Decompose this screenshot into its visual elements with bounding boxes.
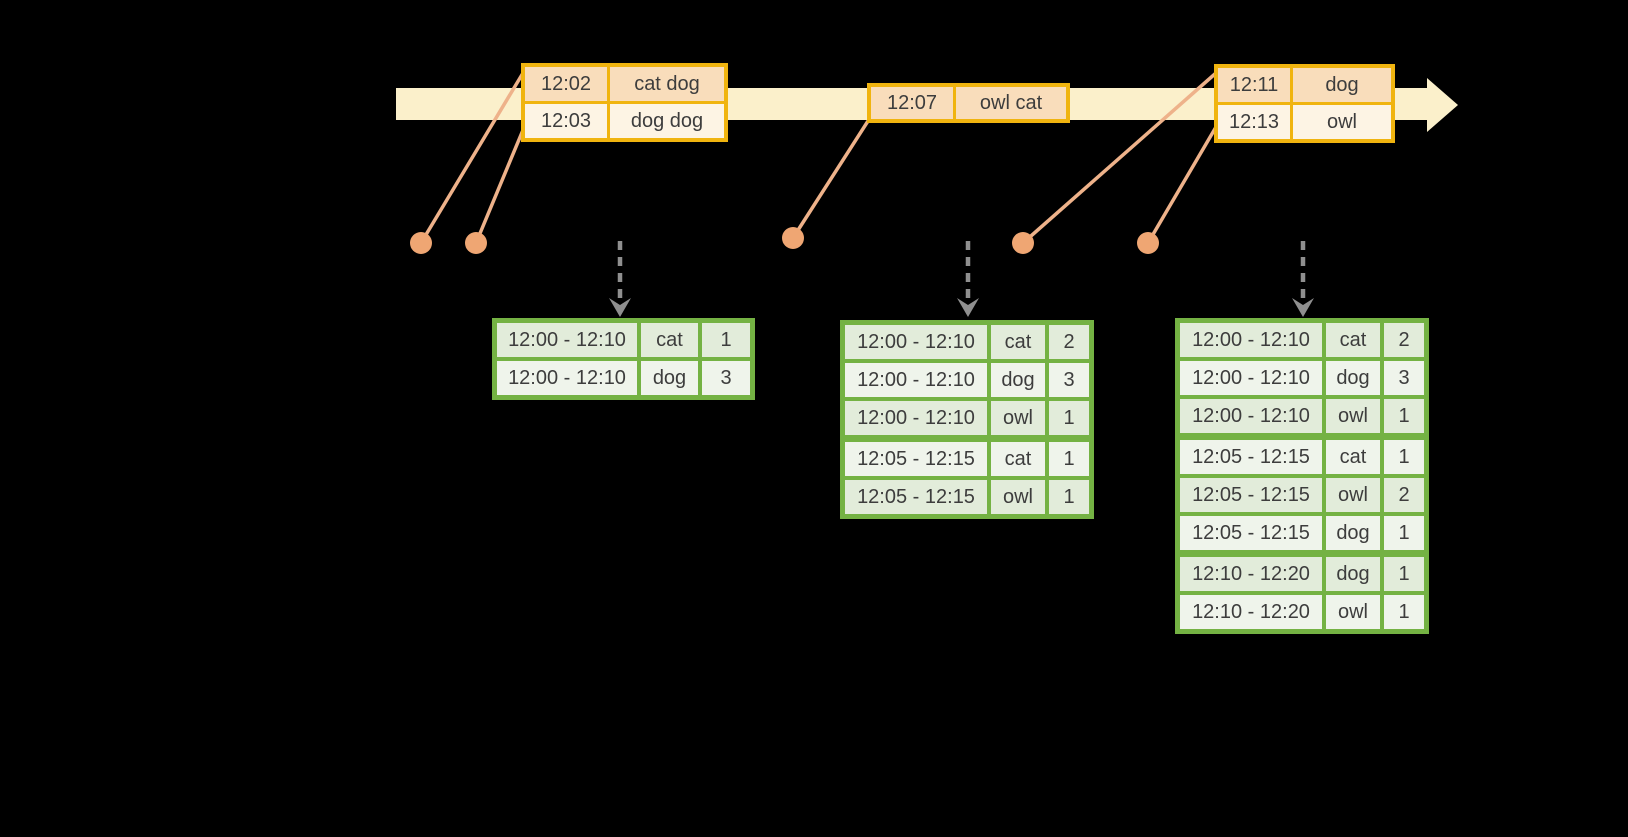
word-cell: owl xyxy=(987,397,1049,442)
event-dot xyxy=(1012,232,1034,254)
word-cell: dog xyxy=(987,359,1049,401)
count-cell: 3 xyxy=(1045,359,1094,401)
table-row: 12:00 - 12:10 owl 1 xyxy=(840,397,1094,442)
word-cell: cat xyxy=(637,318,702,361)
table-row: 12:00 - 12:10 cat 1 xyxy=(492,318,755,361)
event-words: cat dog xyxy=(607,63,728,104)
count-cell: 2 xyxy=(1380,318,1429,361)
count-cell: 1 xyxy=(698,318,755,361)
event-dot xyxy=(410,232,432,254)
table-row: 12:05 - 12:15 cat 1 xyxy=(1175,434,1429,478)
event-row: 12:03 dog dog xyxy=(521,101,728,142)
window-cell: 12:00 - 12:10 xyxy=(840,359,991,401)
window-cell: 12:05 - 12:15 xyxy=(840,476,991,519)
table-row: 12:00 - 12:10 dog 3 xyxy=(1175,357,1429,399)
count-cell: 1 xyxy=(1045,397,1094,442)
window-cell: 12:05 - 12:15 xyxy=(840,436,991,480)
down-arrow-icon xyxy=(957,298,979,317)
window-cell: 12:05 - 12:15 xyxy=(1175,512,1326,557)
connector-line xyxy=(474,129,525,244)
table-row: 12:10 - 12:20 dog 1 xyxy=(1175,551,1429,595)
table-row: 12:05 - 12:15 owl 1 xyxy=(840,476,1094,519)
window-cell: 12:00 - 12:10 xyxy=(1175,357,1326,399)
connector-line xyxy=(1146,126,1218,244)
table-row: 12:05 - 12:15 dog 1 xyxy=(1175,512,1429,557)
event-words: owl xyxy=(1290,102,1395,143)
count-cell: 2 xyxy=(1045,320,1094,363)
event-time: 12:07 xyxy=(867,83,956,123)
event-dot xyxy=(782,227,804,249)
event-table-2: 12:07 owl cat xyxy=(867,83,1070,123)
table-row: 12:00 - 12:10 cat 2 xyxy=(840,320,1094,363)
connector-line xyxy=(419,72,525,244)
result-table-2: 12:00 - 12:10 cat 2 12:00 - 12:10 dog 3 … xyxy=(840,320,1094,519)
event-row: 12:13 owl xyxy=(1214,102,1395,143)
table-row: 12:05 - 12:15 owl 2 xyxy=(1175,474,1429,516)
count-cell: 1 xyxy=(1380,434,1429,478)
result-table-3: 12:00 - 12:10 cat 2 12:00 - 12:10 dog 3 … xyxy=(1175,318,1429,634)
window-cell: 12:10 - 12:20 xyxy=(1175,591,1326,634)
event-words: owl cat xyxy=(953,83,1070,123)
word-cell: owl xyxy=(1322,395,1384,440)
count-cell: 1 xyxy=(1045,436,1094,480)
window-cell: 12:05 - 12:15 xyxy=(1175,474,1326,516)
event-time: 12:03 xyxy=(521,101,610,142)
table-row: 12:00 - 12:10 owl 1 xyxy=(1175,395,1429,440)
table-row: 12:00 - 12:10 dog 3 xyxy=(840,359,1094,401)
word-cell: cat xyxy=(987,436,1049,480)
table-row: 12:00 - 12:10 dog 3 xyxy=(492,357,755,400)
word-cell: dog xyxy=(637,357,702,400)
event-dot xyxy=(465,232,487,254)
count-cell: 1 xyxy=(1380,512,1429,557)
table-row: 12:05 - 12:15 cat 1 xyxy=(840,436,1094,480)
word-cell: owl xyxy=(1322,474,1384,516)
event-time: 12:13 xyxy=(1214,102,1293,143)
table-row: 12:00 - 12:10 cat 2 xyxy=(1175,318,1429,361)
count-cell: 1 xyxy=(1380,395,1429,440)
event-table-1: 12:02 cat dog 12:03 dog dog xyxy=(521,63,728,142)
event-words: dog xyxy=(1290,64,1395,105)
down-arrow-icon xyxy=(609,298,631,317)
down-arrow-icon xyxy=(1292,298,1314,317)
word-cell: dog xyxy=(1322,512,1384,557)
word-cell: owl xyxy=(987,476,1049,519)
count-cell: 2 xyxy=(1380,474,1429,516)
connector-line xyxy=(1021,71,1218,245)
word-cell: cat xyxy=(1322,318,1384,361)
window-cell: 12:00 - 12:10 xyxy=(1175,318,1326,361)
event-row: 12:11 dog xyxy=(1214,64,1395,105)
word-cell: cat xyxy=(1322,434,1384,478)
event-time: 12:11 xyxy=(1214,64,1293,105)
table-row: 12:10 - 12:20 owl 1 xyxy=(1175,591,1429,634)
word-cell: dog xyxy=(1322,357,1384,399)
event-row: 12:02 cat dog xyxy=(521,63,728,104)
window-cell: 12:10 - 12:20 xyxy=(1175,551,1326,595)
window-cell: 12:00 - 12:10 xyxy=(1175,395,1326,440)
window-cell: 12:05 - 12:15 xyxy=(1175,434,1326,478)
word-cell: cat xyxy=(987,320,1049,363)
event-row: 12:07 owl cat xyxy=(867,83,1070,123)
word-cell: dog xyxy=(1322,551,1384,595)
window-cell: 12:00 - 12:10 xyxy=(840,320,991,363)
connector-line xyxy=(791,120,870,239)
word-cell: owl xyxy=(1322,591,1384,634)
window-cell: 12:00 - 12:10 xyxy=(492,318,641,361)
window-cell: 12:00 - 12:10 xyxy=(840,397,991,442)
count-cell: 1 xyxy=(1045,476,1094,519)
count-cell: 1 xyxy=(1380,551,1429,595)
event-time: 12:02 xyxy=(521,63,610,104)
event-table-3: 12:11 dog 12:13 owl xyxy=(1214,64,1395,143)
count-cell: 1 xyxy=(1380,591,1429,634)
event-words: dog dog xyxy=(607,101,728,142)
timeline-arrow-icon xyxy=(1427,78,1458,132)
window-cell: 12:00 - 12:10 xyxy=(492,357,641,400)
event-dot xyxy=(1137,232,1159,254)
count-cell: 3 xyxy=(698,357,755,400)
count-cell: 3 xyxy=(1380,357,1429,399)
result-table-1: 12:00 - 12:10 cat 1 12:00 - 12:10 dog 3 xyxy=(492,318,755,400)
